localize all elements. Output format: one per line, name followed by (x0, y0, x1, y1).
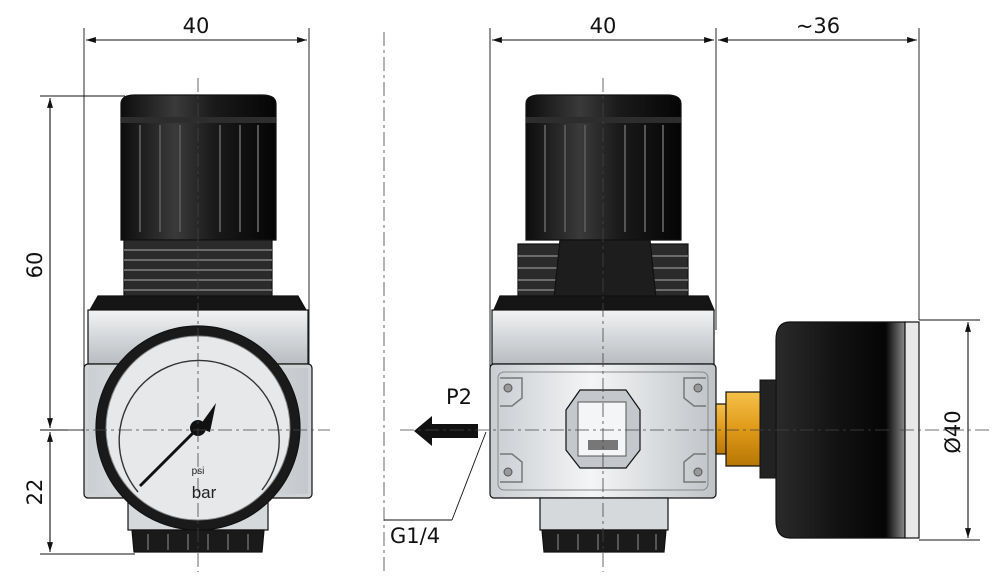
pressure-gauge-side (775, 321, 920, 539)
outlet-port-label: P2 (446, 385, 472, 409)
gauge-offset-dimension: ~36 (796, 14, 840, 38)
front-width-dimension: 40 (183, 14, 210, 38)
front-view: 40 60 22 (23, 14, 330, 572)
front-lower-height-dimension: 22 (23, 479, 47, 506)
gauge-unit-bar: bar (192, 483, 217, 502)
front-upper-height-dimension: 60 (23, 252, 47, 279)
outlet-flow-arrow (414, 416, 478, 446)
side-width-dimension: 40 (590, 14, 617, 38)
gauge-diameter-dimension: Ø40 (941, 410, 965, 453)
thread-size-label: G1/4 (390, 524, 440, 548)
adjusting-knob (120, 94, 277, 241)
side-view: 40 ~36 (384, 14, 990, 572)
gauge-connector-fitting (715, 379, 781, 479)
adjusting-knob-side (525, 94, 682, 241)
